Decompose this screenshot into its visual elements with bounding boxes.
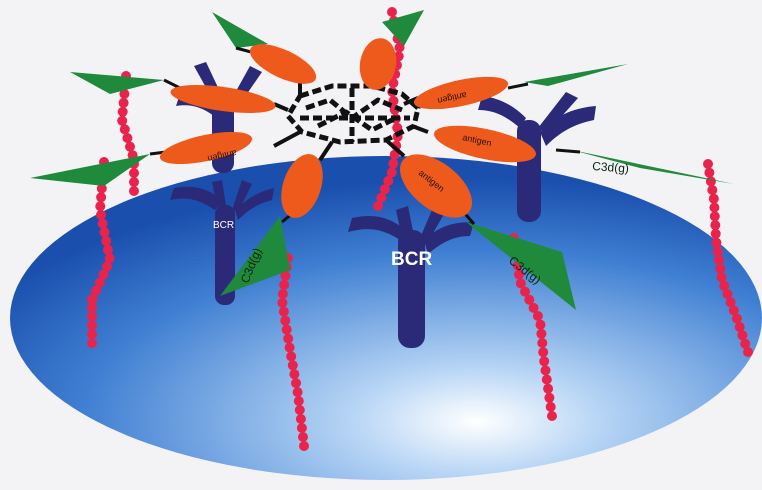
chain-bead: [129, 186, 139, 196]
chain-bead: [277, 298, 287, 308]
chain-bead: [743, 347, 753, 357]
chain-bead: [125, 142, 135, 152]
chain-bead: [546, 402, 556, 412]
chain-bead: [118, 107, 128, 117]
chain-bead: [710, 211, 720, 221]
chain-bead: [387, 7, 397, 17]
chain-bead: [537, 338, 547, 348]
chain-bead: [704, 168, 714, 178]
chain-bead: [96, 192, 106, 202]
c3d-triangle: [212, 12, 268, 48]
chain-bead: [278, 289, 288, 299]
chain-bead: [706, 176, 716, 186]
chain-bead: [373, 201, 383, 211]
chain-bead: [279, 307, 289, 317]
chain-bead: [288, 360, 298, 370]
chain-bead: [296, 414, 306, 424]
chain-bead: [117, 116, 127, 126]
chain-bead: [293, 387, 303, 397]
antigen-scaffold: [288, 86, 418, 142]
chain-bead: [542, 375, 552, 385]
chain-bead: [98, 219, 108, 229]
chain-bead: [289, 369, 299, 379]
chain-bead: [129, 177, 139, 187]
c3d-triangle: [382, 10, 424, 46]
chain-bead: [285, 343, 295, 353]
chain-bead: [286, 351, 296, 361]
chain-bead: [96, 210, 106, 220]
chain-bead: [388, 159, 398, 169]
chain-bead: [711, 229, 721, 239]
chain-bead: [703, 159, 713, 169]
chain-bead: [709, 203, 719, 213]
c3d-label: C3d(g): [592, 159, 630, 176]
chain-bead: [87, 295, 97, 305]
chain-bead: [711, 238, 721, 248]
chain-bead: [282, 325, 292, 335]
chain-bead: [297, 423, 307, 433]
chain-bead: [283, 334, 293, 344]
c3d-triangle: [70, 72, 164, 94]
chain-bead: [103, 245, 113, 255]
chain-bead: [715, 264, 725, 274]
c3d-triangle: [524, 64, 628, 86]
chain-bead: [709, 194, 719, 204]
chain-bead: [707, 185, 717, 195]
chain-bead: [299, 441, 309, 451]
chain-bead: [541, 365, 551, 375]
chain-bead: [536, 329, 546, 339]
chain-bead: [279, 280, 289, 290]
chain-bead: [100, 227, 110, 237]
antigen-ellipse: [157, 126, 254, 171]
chain-bead: [129, 168, 139, 178]
chain-bead: [539, 356, 549, 366]
bcr-label-small: BCR: [213, 220, 234, 231]
chain-bead: [298, 432, 308, 442]
chain-bead: [295, 405, 305, 415]
chain-bead: [101, 236, 111, 246]
chain-bead: [714, 255, 724, 265]
chain-bead: [543, 384, 553, 394]
chain-bead: [291, 378, 301, 388]
b-cell-surface: [10, 156, 762, 480]
chain-bead: [538, 347, 548, 357]
bcr-label-large: BCR: [391, 249, 432, 270]
chain-bead: [87, 338, 97, 348]
chain-bead: [119, 98, 129, 108]
chain-bead: [87, 329, 97, 339]
chain-bead: [120, 124, 130, 134]
chain-bead: [544, 393, 554, 403]
chain-bead: [95, 201, 105, 211]
chain-bead: [536, 320, 546, 330]
chain-bead: [294, 396, 304, 406]
chain-bead: [710, 220, 720, 230]
chain-bead: [547, 411, 557, 421]
chain-bead: [122, 133, 132, 143]
chain-bead: [533, 311, 543, 321]
chain-bead: [87, 312, 97, 322]
chain-bead: [87, 320, 97, 330]
chain-bead: [280, 316, 290, 326]
chain-bead: [713, 246, 723, 256]
